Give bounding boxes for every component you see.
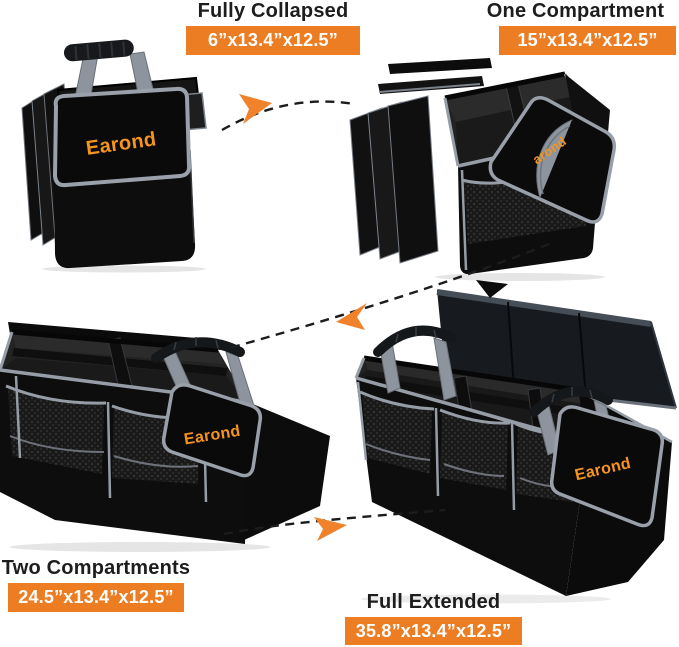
arrow-collapsed-to-one-compartment	[221, 94, 355, 132]
stage-title: Fully Collapsed	[197, 0, 349, 22]
ground-shadow	[42, 265, 206, 273]
side-face	[244, 402, 330, 540]
folded-side-panels	[349, 58, 492, 264]
rim-piping-left	[0, 331, 14, 371]
stage-title: Full Extended	[366, 591, 501, 613]
stage-title: One Compartment	[486, 0, 665, 22]
arrow-head	[239, 94, 272, 124]
rim-binding	[444, 71, 566, 101]
handle-grip	[63, 39, 134, 62]
dimension-badge: 15”x13.4”x12.5”	[499, 26, 676, 55]
front-flap	[53, 86, 192, 188]
back-wall-top	[8, 322, 222, 350]
open-compartments	[356, 358, 592, 451]
stage-label-fully-collapsed: Fully Collapsed 6”x13.4”x12.5”	[186, 0, 360, 55]
dimension-badge: 6”x13.4”x12.5”	[186, 26, 360, 55]
mesh-pockets	[356, 381, 579, 511]
front-flap	[549, 405, 665, 528]
dashed-path	[221, 100, 355, 132]
stage-label-one-compartment: One Compartment 15”x13.4”x12.5”	[487, 0, 676, 55]
rim-binding	[363, 355, 579, 393]
handle-grip	[529, 386, 613, 417]
lid-corner-tip	[476, 280, 508, 298]
dimension-badge: 24.5”x13.4”x12.5”	[8, 583, 184, 612]
stage-title: Two Compartments	[1, 557, 191, 579]
strap-stitch	[539, 125, 571, 195]
product-photo-two-compartments: Earond	[0, 322, 330, 552]
front-flap	[161, 383, 263, 478]
ground-shadow	[10, 542, 270, 552]
product-photo-fully-collapsed: Earond	[21, 39, 207, 273]
product-photo-full-extended: Earond	[354, 280, 677, 604]
ground-shadow	[361, 594, 611, 604]
rim-piping-left	[443, 97, 460, 167]
product-photo-one-compartment: arond	[349, 58, 617, 281]
stage-label-two-compartments: Two Compartments 24.5”x13.4”x12.5”	[2, 557, 190, 612]
stage-label-full-extended: Full Extended 35.8”x13.4”x12.5”	[345, 591, 522, 645]
handle-strap	[536, 119, 573, 199]
rim-piping-left	[354, 357, 366, 379]
dimension-badge: 35.8”x13.4”x12.5”	[345, 617, 522, 645]
